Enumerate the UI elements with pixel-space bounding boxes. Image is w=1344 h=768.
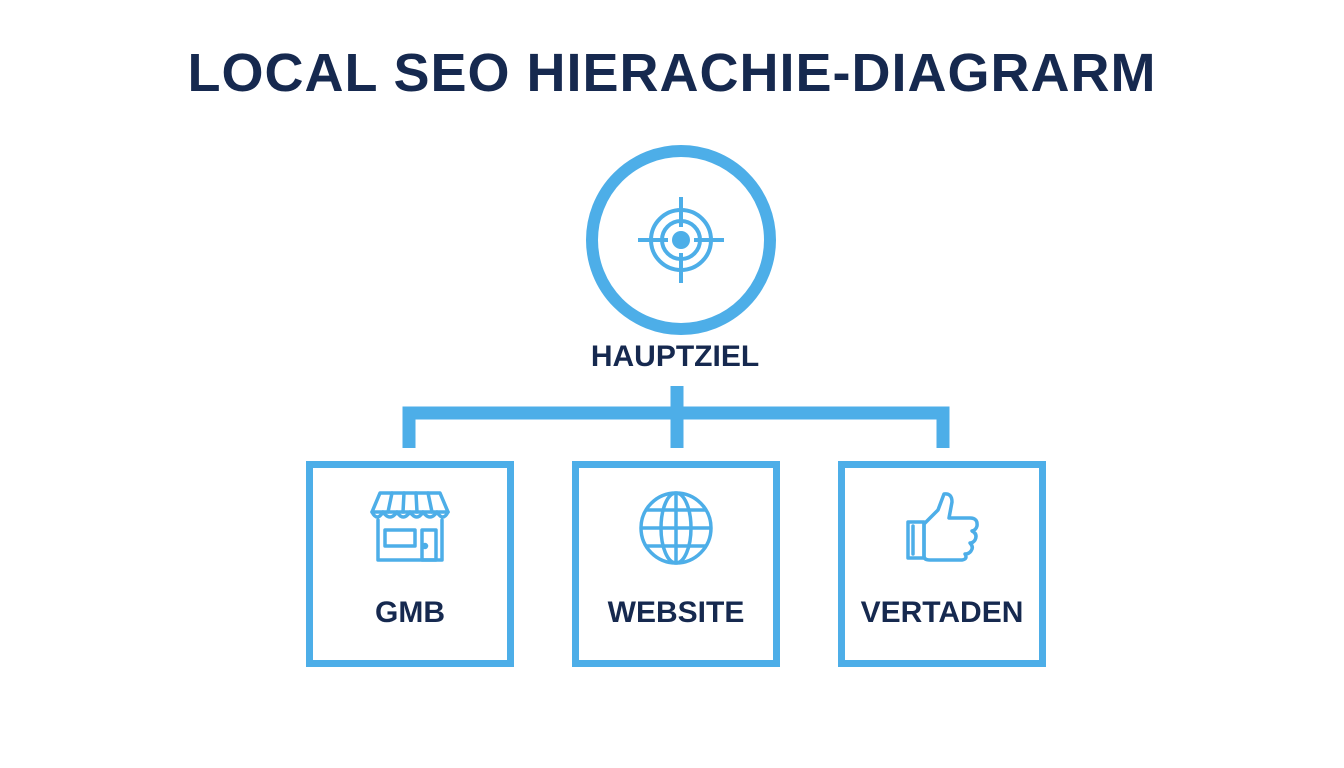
diagram-title: LOCAL SEO HIERACHIE-DIAGRARM bbox=[187, 43, 1157, 103]
branch-bar-line bbox=[402, 406, 950, 448]
root-node-label: HAUPTZIEL bbox=[590, 340, 760, 373]
child-node-website: WEBSITE bbox=[572, 461, 780, 667]
child-node-label: GMB bbox=[375, 596, 445, 629]
storefront-icon bbox=[370, 491, 450, 562]
child-node-label: VERTADEN bbox=[860, 596, 1024, 629]
globe-icon bbox=[639, 491, 713, 565]
child-node-vertaden: VERTADEN bbox=[838, 461, 1046, 667]
target-icon bbox=[638, 197, 724, 283]
root-node-circle bbox=[586, 145, 776, 335]
child-node-label: WEBSITE bbox=[607, 596, 745, 629]
child-node-gmb: GMB bbox=[306, 461, 514, 667]
thumbs-up-icon bbox=[906, 492, 979, 562]
